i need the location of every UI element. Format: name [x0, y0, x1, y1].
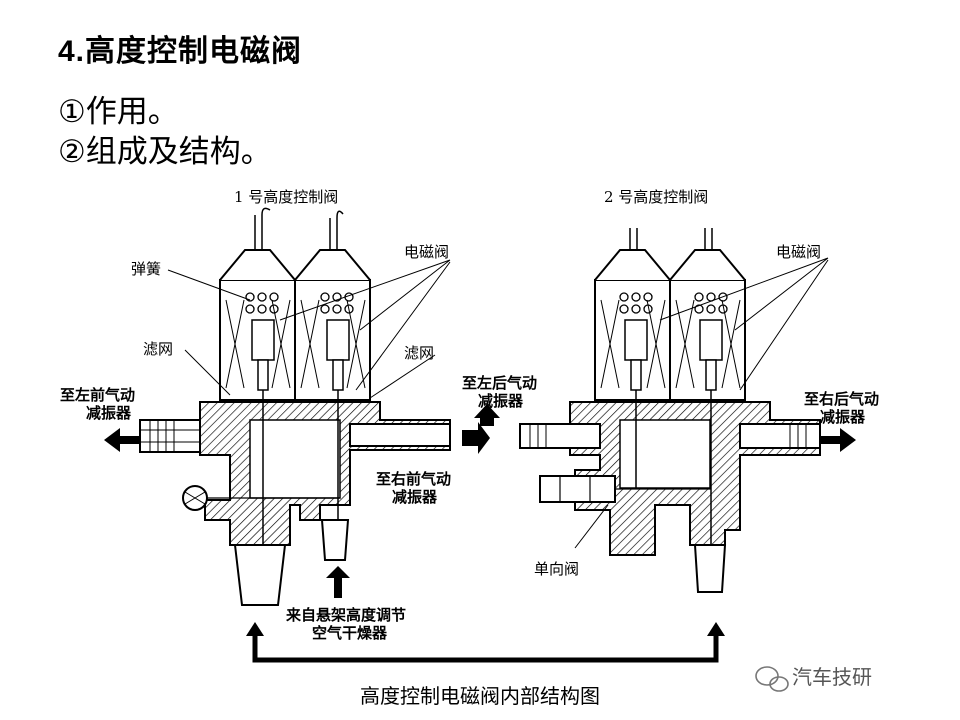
- bullet-structure: ②组成及结构。: [58, 134, 272, 170]
- valve-1-title: 1 号高度控制阀: [234, 188, 339, 206]
- diagram-caption: 高度控制电磁阀内部结构图: [360, 684, 600, 708]
- wechat-icon: [755, 666, 789, 692]
- valve-2-drawing: [519, 228, 821, 593]
- label-filter-right: 滤网: [404, 344, 435, 362]
- label-spring: 弹簧: [131, 260, 162, 278]
- label-solenoid-2: 电磁阀: [776, 243, 822, 261]
- arrow-up-left-rear: [474, 404, 500, 426]
- label-filter-left: 滤网: [143, 340, 174, 358]
- label-to-left-rear: 至左后气动 减振器: [462, 374, 538, 410]
- watermark-text: 汽车技研: [792, 665, 872, 689]
- bullet-function: ①作用。: [58, 94, 179, 130]
- arrow-to-right-rear: [820, 428, 856, 452]
- label-check-valve: 单向阀: [534, 560, 580, 578]
- arrow-center: [462, 422, 490, 454]
- arrow-to-left-front: [104, 428, 140, 452]
- label-solenoid-1: 电磁阀: [404, 243, 450, 261]
- page-title: 4.高度控制电磁阀: [58, 34, 303, 69]
- label-to-right-front: 至右前气动 减振器: [376, 470, 452, 506]
- valve-2-title: 2 号高度控制阀: [604, 188, 709, 206]
- arrow-from-dryer-1: [326, 566, 350, 598]
- label-to-left-front: 至左前气动 减振器: [60, 386, 136, 422]
- valve-1-drawing: [139, 207, 451, 606]
- label-to-right-rear: 至右后气动 减振器: [804, 390, 880, 426]
- label-from-dryer: 来自悬架高度调节 空气干燥器: [286, 606, 407, 642]
- dryer-supply-line: [252, 630, 719, 663]
